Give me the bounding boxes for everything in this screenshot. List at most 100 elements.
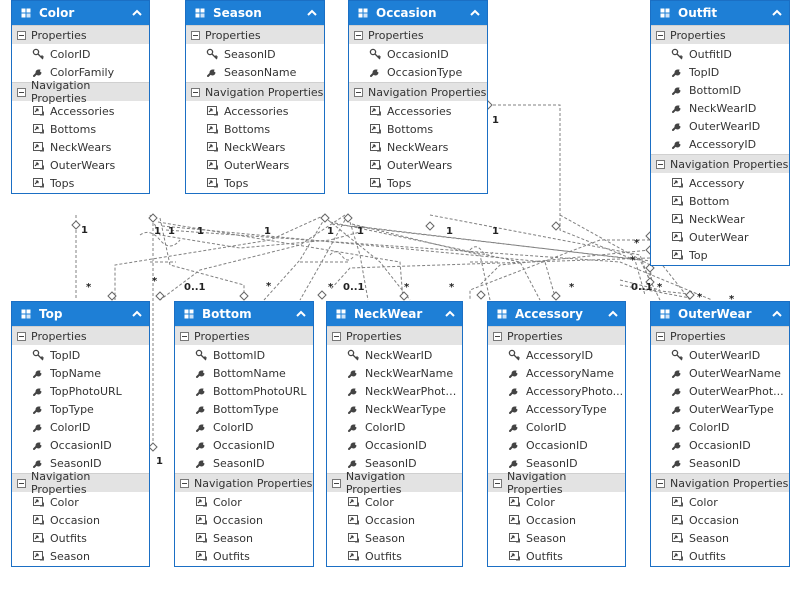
navigation-section-header[interactable]: Navigation Properties — [488, 470, 625, 496]
scalar-property[interactable]: OccasionID — [175, 436, 313, 454]
navigation-property[interactable]: OuterWears — [12, 156, 149, 174]
scalar-property[interactable]: BottomID — [651, 81, 789, 99]
key-property[interactable]: NeckWearID — [327, 346, 462, 364]
navigation-property[interactable]: Bottoms — [186, 120, 324, 138]
scalar-property[interactable]: NeckWearPhoto... — [327, 382, 462, 400]
navigation-property[interactable]: NeckWears — [12, 138, 149, 156]
scalar-property[interactable]: OccasionID — [651, 436, 789, 454]
collapse-chevron-icon[interactable] — [467, 5, 483, 21]
scalar-property[interactable]: OccasionID — [12, 436, 149, 454]
navigation-property[interactable]: NeckWear — [651, 210, 789, 228]
navigation-property[interactable]: Color — [327, 493, 462, 511]
collapse-section-icon[interactable] — [180, 331, 189, 341]
entity-header[interactable]: Bottom — [175, 302, 313, 326]
scalar-property[interactable]: BottomPhotoURL — [175, 382, 313, 400]
collapse-chevron-icon[interactable] — [129, 5, 145, 21]
scalar-property[interactable]: ColorID — [12, 418, 149, 436]
entity-header[interactable]: Accessory — [488, 302, 625, 326]
navigation-property[interactable]: OuterWears — [186, 156, 324, 174]
collapse-section-icon[interactable] — [332, 478, 341, 488]
navigation-property[interactable]: Season — [651, 529, 789, 547]
collapse-section-icon[interactable] — [493, 478, 502, 488]
navigation-property[interactable]: Color — [175, 493, 313, 511]
properties-section-header[interactable]: Properties — [651, 326, 789, 345]
collapse-section-icon[interactable] — [354, 87, 363, 97]
collapse-chevron-icon[interactable] — [605, 306, 621, 322]
navigation-section-header[interactable]: Navigation Properties — [12, 470, 149, 496]
key-property[interactable]: OccasionID — [349, 45, 487, 63]
scalar-property[interactable]: OuterWearID — [651, 117, 789, 135]
properties-section-header[interactable]: Properties — [175, 326, 313, 345]
entity-header[interactable]: Occasion — [349, 1, 487, 25]
navigation-property[interactable]: NeckWears — [186, 138, 324, 156]
entity-header[interactable]: Top — [12, 302, 149, 326]
collapse-section-icon[interactable] — [656, 478, 665, 488]
navigation-property[interactable]: Season — [488, 529, 625, 547]
scalar-property[interactable]: SeasonID — [488, 454, 625, 472]
navigation-property[interactable]: Bottoms — [349, 120, 487, 138]
navigation-property[interactable]: Outfits — [327, 547, 462, 565]
collapse-section-icon[interactable] — [191, 87, 200, 97]
scalar-property[interactable]: AccessoryPhoto... — [488, 382, 625, 400]
entity-header[interactable]: Season — [186, 1, 324, 25]
key-property[interactable]: SeasonID — [186, 45, 324, 63]
navigation-property[interactable]: Color — [12, 493, 149, 511]
collapse-section-icon[interactable] — [180, 478, 189, 488]
navigation-property[interactable]: Outfits — [175, 547, 313, 565]
navigation-property[interactable]: Tops — [186, 174, 324, 192]
collapse-section-icon[interactable] — [17, 331, 26, 341]
entity-header[interactable]: Color — [12, 1, 149, 25]
navigation-property[interactable]: Season — [327, 529, 462, 547]
scalar-property[interactable]: OuterWearType — [651, 400, 789, 418]
navigation-section-header[interactable]: Navigation Properties — [327, 470, 462, 496]
navigation-property[interactable]: Bottoms — [12, 120, 149, 138]
navigation-property[interactable]: Season — [175, 529, 313, 547]
collapse-chevron-icon[interactable] — [769, 306, 785, 322]
scalar-property[interactable]: ColorFamily — [12, 63, 149, 81]
scalar-property[interactable]: SeasonID — [327, 454, 462, 472]
scalar-property[interactable]: AccessoryName — [488, 364, 625, 382]
collapse-chevron-icon[interactable] — [129, 306, 145, 322]
scalar-property[interactable]: OccasionType — [349, 63, 487, 81]
navigation-property[interactable]: Bottom — [651, 192, 789, 210]
collapse-chevron-icon[interactable] — [293, 306, 309, 322]
collapse-section-icon[interactable] — [332, 331, 341, 341]
scalar-property[interactable]: SeasonID — [175, 454, 313, 472]
properties-section-header[interactable]: Properties — [12, 326, 149, 345]
collapse-section-icon[interactable] — [656, 30, 665, 40]
scalar-property[interactable]: BottomType — [175, 400, 313, 418]
key-property[interactable]: ColorID — [12, 45, 149, 63]
collapse-section-icon[interactable] — [656, 159, 665, 169]
key-property[interactable]: BottomID — [175, 346, 313, 364]
collapse-section-icon[interactable] — [354, 30, 363, 40]
collapse-section-icon[interactable] — [656, 331, 665, 341]
key-property[interactable]: TopID — [12, 346, 149, 364]
navigation-property[interactable]: Accessory — [651, 174, 789, 192]
navigation-property[interactable]: Top — [651, 246, 789, 264]
properties-section-header[interactable]: Properties — [12, 25, 149, 44]
scalar-property[interactable]: OccasionID — [327, 436, 462, 454]
navigation-property[interactable]: Outfits — [12, 529, 149, 547]
properties-section-header[interactable]: Properties — [349, 25, 487, 44]
entity-header[interactable]: OuterWear — [651, 302, 789, 326]
scalar-property[interactable]: ColorID — [488, 418, 625, 436]
navigation-property[interactable]: Occasion — [327, 511, 462, 529]
navigation-section-header[interactable]: Navigation Properties — [651, 473, 789, 492]
scalar-property[interactable]: OuterWearName — [651, 364, 789, 382]
navigation-property[interactable]: Occasion — [12, 511, 149, 529]
scalar-property[interactable]: TopType — [12, 400, 149, 418]
navigation-property[interactable]: Accessories — [12, 102, 149, 120]
scalar-property[interactable]: TopPhotoURL — [12, 382, 149, 400]
navigation-section-header[interactable]: Navigation Properties — [175, 473, 313, 492]
navigation-property[interactable]: Color — [488, 493, 625, 511]
navigation-section-header[interactable]: Navigation Properties — [349, 82, 487, 101]
collapse-section-icon[interactable] — [17, 30, 26, 40]
navigation-property[interactable]: OuterWear — [651, 228, 789, 246]
scalar-property[interactable]: BottomName — [175, 364, 313, 382]
